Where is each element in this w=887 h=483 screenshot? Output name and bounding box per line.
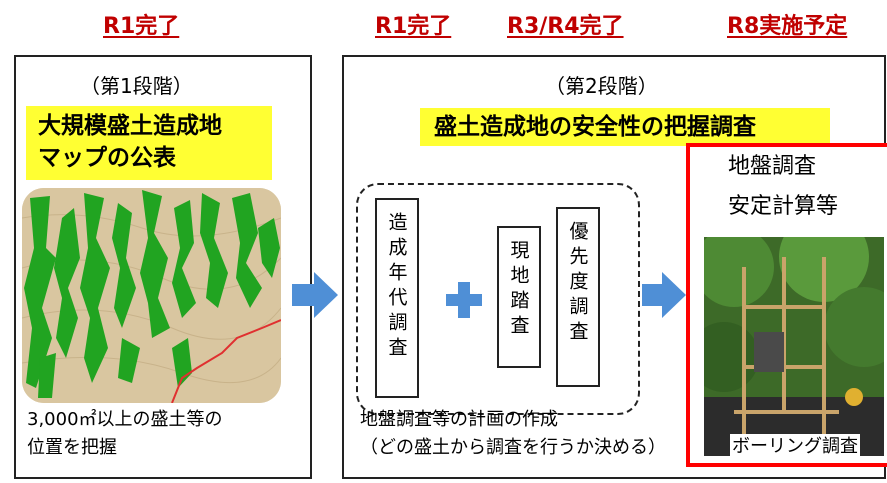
ground-survey-label: 地盤調査: [728, 154, 817, 179]
survey-box-construction-era: 造成年代調査: [375, 198, 419, 398]
arrow-right-icon-2: [642, 272, 686, 318]
survey-label-site-inspection: 現地踏査: [507, 240, 530, 340]
survey-box-site-inspection: 現地踏査: [497, 226, 541, 368]
status-survey: R1完了: [375, 14, 452, 39]
plus-icon: [446, 282, 482, 318]
boring-survey-caption: ボーリング調査: [730, 434, 860, 460]
survey-label-construction-era: 造成年代調査: [385, 212, 408, 362]
survey-label-priority: 優先度調査: [566, 221, 589, 346]
stage2-title: （第2段階）: [545, 74, 658, 98]
status-priority: R3/R4完了: [507, 14, 624, 39]
fill-map-svg: [22, 188, 281, 403]
fill-map-image: [22, 188, 281, 403]
stage2-note-line1: 地盤調査等の計画の作成: [360, 409, 558, 430]
stage1-highlight: 大規模盛土造成地 マップの公表: [26, 106, 272, 180]
stage2-highlight: 盛土造成地の安全性の把握調査: [420, 108, 830, 146]
boring-survey-photo: [704, 237, 884, 456]
stage2-highlight-text: 盛土造成地の安全性の把握調査: [434, 114, 756, 140]
stage1-highlight-line1: 大規模盛土造成地: [38, 113, 222, 139]
boring-photo-svg: [704, 237, 884, 456]
stage1-note-line1: 3,000㎡以上の盛土等の: [27, 409, 223, 430]
preliminary-survey-group: [356, 183, 640, 415]
status-ground-survey: R8実施予定: [727, 14, 848, 39]
survey-box-priority: 優先度調査: [556, 207, 600, 387]
stage2-note-line2: （どの盛土から調査を行うか決める）: [360, 437, 666, 458]
stage1-title: （第1段階）: [80, 74, 193, 98]
status-stage1: R1完了: [103, 14, 180, 39]
stage1-highlight-line2: マップの公表: [38, 145, 176, 171]
arrow-right-icon: [292, 272, 338, 318]
stage1-note-line2: 位置を把握: [27, 437, 117, 458]
stability-calc-label: 安定計算等: [728, 194, 839, 219]
